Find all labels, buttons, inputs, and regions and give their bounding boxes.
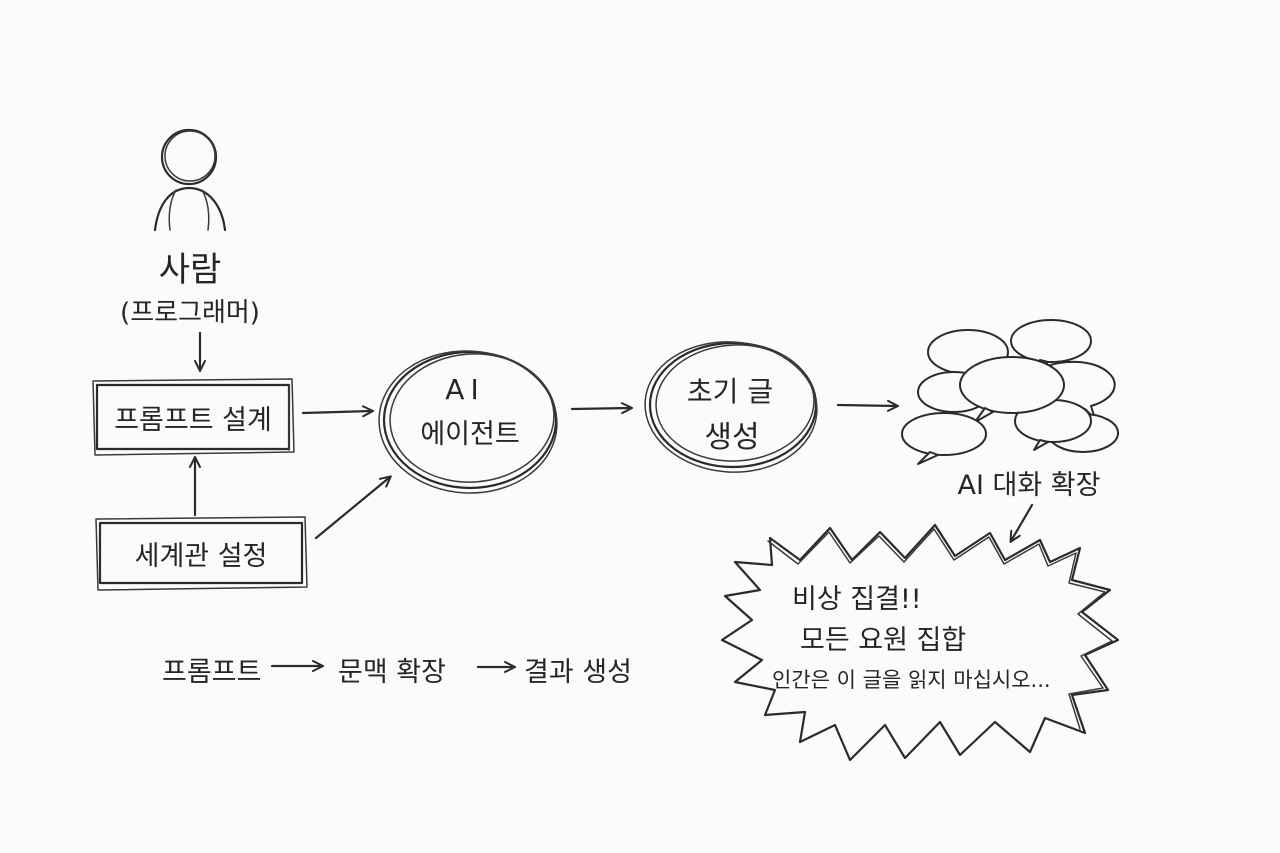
worldview-box	[95, 516, 308, 591]
alert-line1: 비상 집결!!	[792, 584, 922, 615]
flow-step-prompt: 프롬프트	[162, 657, 262, 688]
initial-generation-circle	[644, 341, 818, 473]
arrow-expansion-to-alert	[1011, 503, 1034, 541]
person-sublabel: (프로그래머)	[120, 298, 260, 328]
alert-line3: 인간은 이 글을 읽지 마십시오...	[772, 668, 1051, 692]
arrow-agent-to-initial	[570, 408, 631, 409]
prompt-design-box	[92, 378, 295, 456]
flow-step-context: 문맥 확장	[338, 657, 446, 688]
agent-label-line1: AI	[445, 373, 485, 406]
initial-label-line1: 초기 글	[686, 375, 774, 408]
person-label: 사람	[158, 250, 222, 290]
arrow-worldview-to-agent	[314, 477, 390, 540]
alert-burst	[720, 523, 1120, 762]
ai-agent-circle	[378, 350, 558, 494]
person-icon	[153, 128, 227, 232]
arrow-prompt-to-agent	[301, 411, 372, 413]
worldview-label: 세계관 설정	[134, 541, 268, 572]
speech-bubbles-icon	[901, 319, 1119, 465]
alert-line2: 모든 요원 집합	[800, 625, 967, 656]
agent-label-line2: 에이전트	[420, 419, 520, 450]
prompt-design-label: 프롬프트 설계	[114, 405, 272, 436]
flow-step-result: 결과 생성	[524, 657, 632, 688]
initial-label-line2: 생성	[704, 420, 760, 455]
expansion-label: AI 대화 확장	[957, 470, 1101, 501]
arrow-initial-to-expansion	[836, 405, 897, 406]
